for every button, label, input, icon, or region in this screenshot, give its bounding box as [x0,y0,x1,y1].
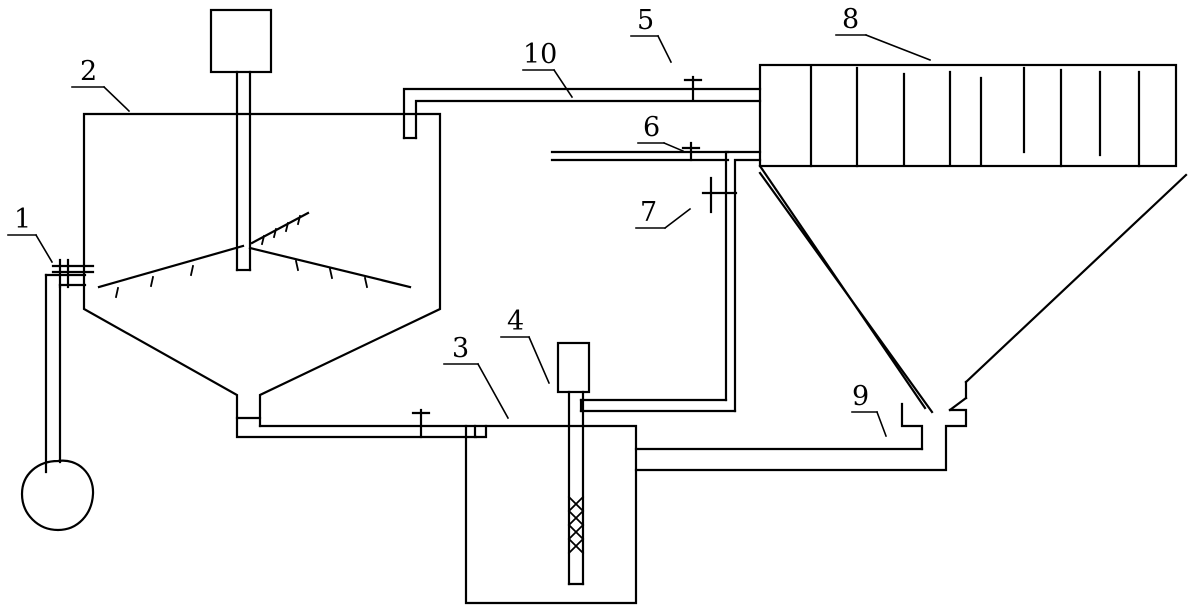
component-8-membrane-module [758,63,1178,168]
valve-7-icon [701,176,738,214]
stirrer-blade-left [97,244,245,289]
hopper-left-wall-inner [758,164,927,410]
label-6: 6 [643,112,660,143]
label-4: 4 [507,306,524,337]
component-10-overflow-pipe [402,75,762,140]
sump-tank [464,424,638,605]
membrane-module-box [758,63,1178,168]
hopper-right-wall [964,173,1188,384]
component-2-reactor [82,8,442,420]
label-5: 5 [637,5,654,36]
valve-6-icon [681,141,701,162]
label-2: 2 [80,56,97,87]
component-labels: 1 2 3 4 5 6 7 8 9 10 [14,4,869,412]
pump-body-icon [20,459,95,532]
membrane-plates [809,64,1141,168]
leader-lines [7,33,932,438]
component-7-riser-pipe [579,150,762,413]
valve-3-icon [411,408,431,439]
label-8: 8 [842,4,859,35]
component-9-hopper [634,164,1188,472]
pump-4-motor-icon [556,341,591,394]
label-9: 9 [852,381,869,412]
reactor-tank-outline [82,112,442,420]
component-4-pump [556,341,591,586]
label-1: 1 [14,204,31,235]
label-7: 7 [640,197,657,228]
valve-5-icon [683,75,703,102]
component-3-bottom-pipe [235,408,478,439]
stirrer-blade-teeth [114,214,369,299]
component-6-side-pipe [550,141,730,162]
stirrer-motor-icon [209,8,273,74]
pump-4-impeller-icon [567,495,585,555]
component-1-pump [20,258,95,532]
label-10: 10 [523,39,557,70]
label-3: 3 [452,333,469,364]
sump-tank-outline [464,424,638,605]
stirrer-blade-right [248,246,412,289]
